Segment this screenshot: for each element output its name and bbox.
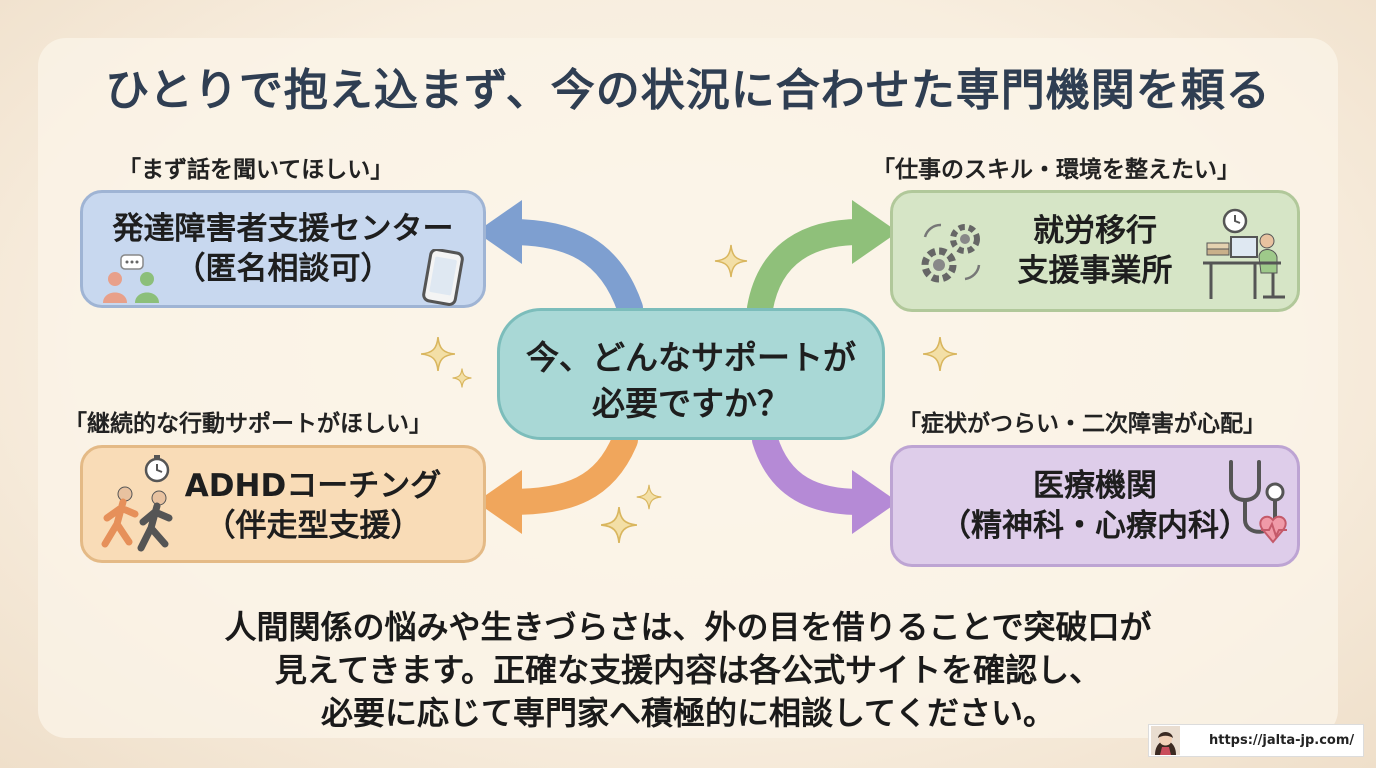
quote-top-right: 「仕事のスキル・環境を整えたい」 bbox=[872, 157, 1240, 183]
card-subtitle: 支援事業所 bbox=[1017, 253, 1173, 289]
arrow-to-bottom-right bbox=[752, 427, 898, 534]
arrow-head-top-left bbox=[476, 200, 522, 264]
quote-top-left: 「まず話を聞いてほしい」 bbox=[118, 157, 394, 183]
arrow-head-top-right bbox=[852, 200, 898, 264]
arrow-shaft-top-right bbox=[747, 219, 873, 321]
card-employment-transition: 就労移行 支援事業所 bbox=[890, 190, 1300, 312]
sparkle-icon bbox=[452, 368, 472, 388]
arrow-to-top-left bbox=[476, 200, 643, 321]
sparkle-icon bbox=[636, 484, 662, 510]
card-title: 就労移行 bbox=[1033, 213, 1157, 249]
card-medical-institution: 医療機関 （精神科・心療内科） bbox=[890, 445, 1300, 567]
card-subtitle: （匿名相談可） bbox=[174, 251, 392, 287]
avatar bbox=[1151, 726, 1180, 755]
sparkle-icon bbox=[601, 507, 637, 543]
sparkle-icon bbox=[714, 244, 748, 278]
center-question-line2: 必要ですか？ bbox=[592, 384, 790, 423]
arrow-head-bottom-left bbox=[476, 470, 522, 534]
stethoscope-heart-icon bbox=[1229, 460, 1287, 544]
sparkle-icon bbox=[922, 336, 958, 372]
footer-url-box: https://jalta-jp.com/ bbox=[1148, 724, 1364, 757]
card-subtitle: （伴走型支援） bbox=[204, 508, 422, 544]
message-line2: 見えてきます。正確な支援内容は各公式サイトを確認し、 bbox=[274, 651, 1102, 689]
arrow-head-bottom-right bbox=[852, 470, 898, 534]
card-adhd-coaching: ADHDコーチング （伴走型支援） bbox=[80, 445, 486, 563]
arrow-to-bottom-left bbox=[476, 427, 638, 534]
arrow-shaft-top-left bbox=[497, 219, 643, 321]
card-title: ADHDコーチング bbox=[184, 468, 442, 504]
arrow-to-top-right bbox=[747, 200, 898, 321]
card-support-center: 発達障害者支援センター （匿名相談可） bbox=[80, 190, 486, 308]
quote-bottom-right: 「症状がつらい・二次障害が心配」 bbox=[898, 411, 1266, 437]
quote-bottom-left: 「継続的な行動サポートがほしい」 bbox=[64, 411, 432, 437]
center-question-bubble: 今、どんなサポートが 必要ですか？ bbox=[497, 308, 885, 440]
message-line1: 人間関係の悩みや生きづらさは、外の目を借りることで突破口が bbox=[224, 608, 1152, 646]
sparkle-icon bbox=[420, 336, 456, 372]
page-title: ひとりで抱え込まず、今の状況に合わせた専門機関を頼る bbox=[105, 65, 1271, 116]
desk-worker-icon bbox=[1203, 208, 1285, 299]
center-question-line1: 今、どんなサポートが bbox=[526, 338, 856, 377]
arrow-shaft-bottom-right bbox=[752, 427, 873, 515]
arrow-shaft-bottom-left bbox=[497, 427, 638, 515]
runners-stopwatch-icon bbox=[101, 455, 173, 552]
people-chat-icon bbox=[103, 254, 159, 303]
card-title: 医療機関 bbox=[1033, 468, 1157, 504]
footer-url[interactable]: https://jalta-jp.com/ bbox=[1209, 733, 1355, 748]
gears-icon bbox=[921, 223, 981, 283]
card-subtitle: （精神科・心療内科） bbox=[940, 508, 1250, 544]
smartphone-icon bbox=[422, 249, 464, 306]
message-line3: 必要に応じて専門家へ積極的に相談してください。 bbox=[320, 694, 1056, 732]
card-title: 発達障害者支援センター bbox=[112, 211, 454, 247]
